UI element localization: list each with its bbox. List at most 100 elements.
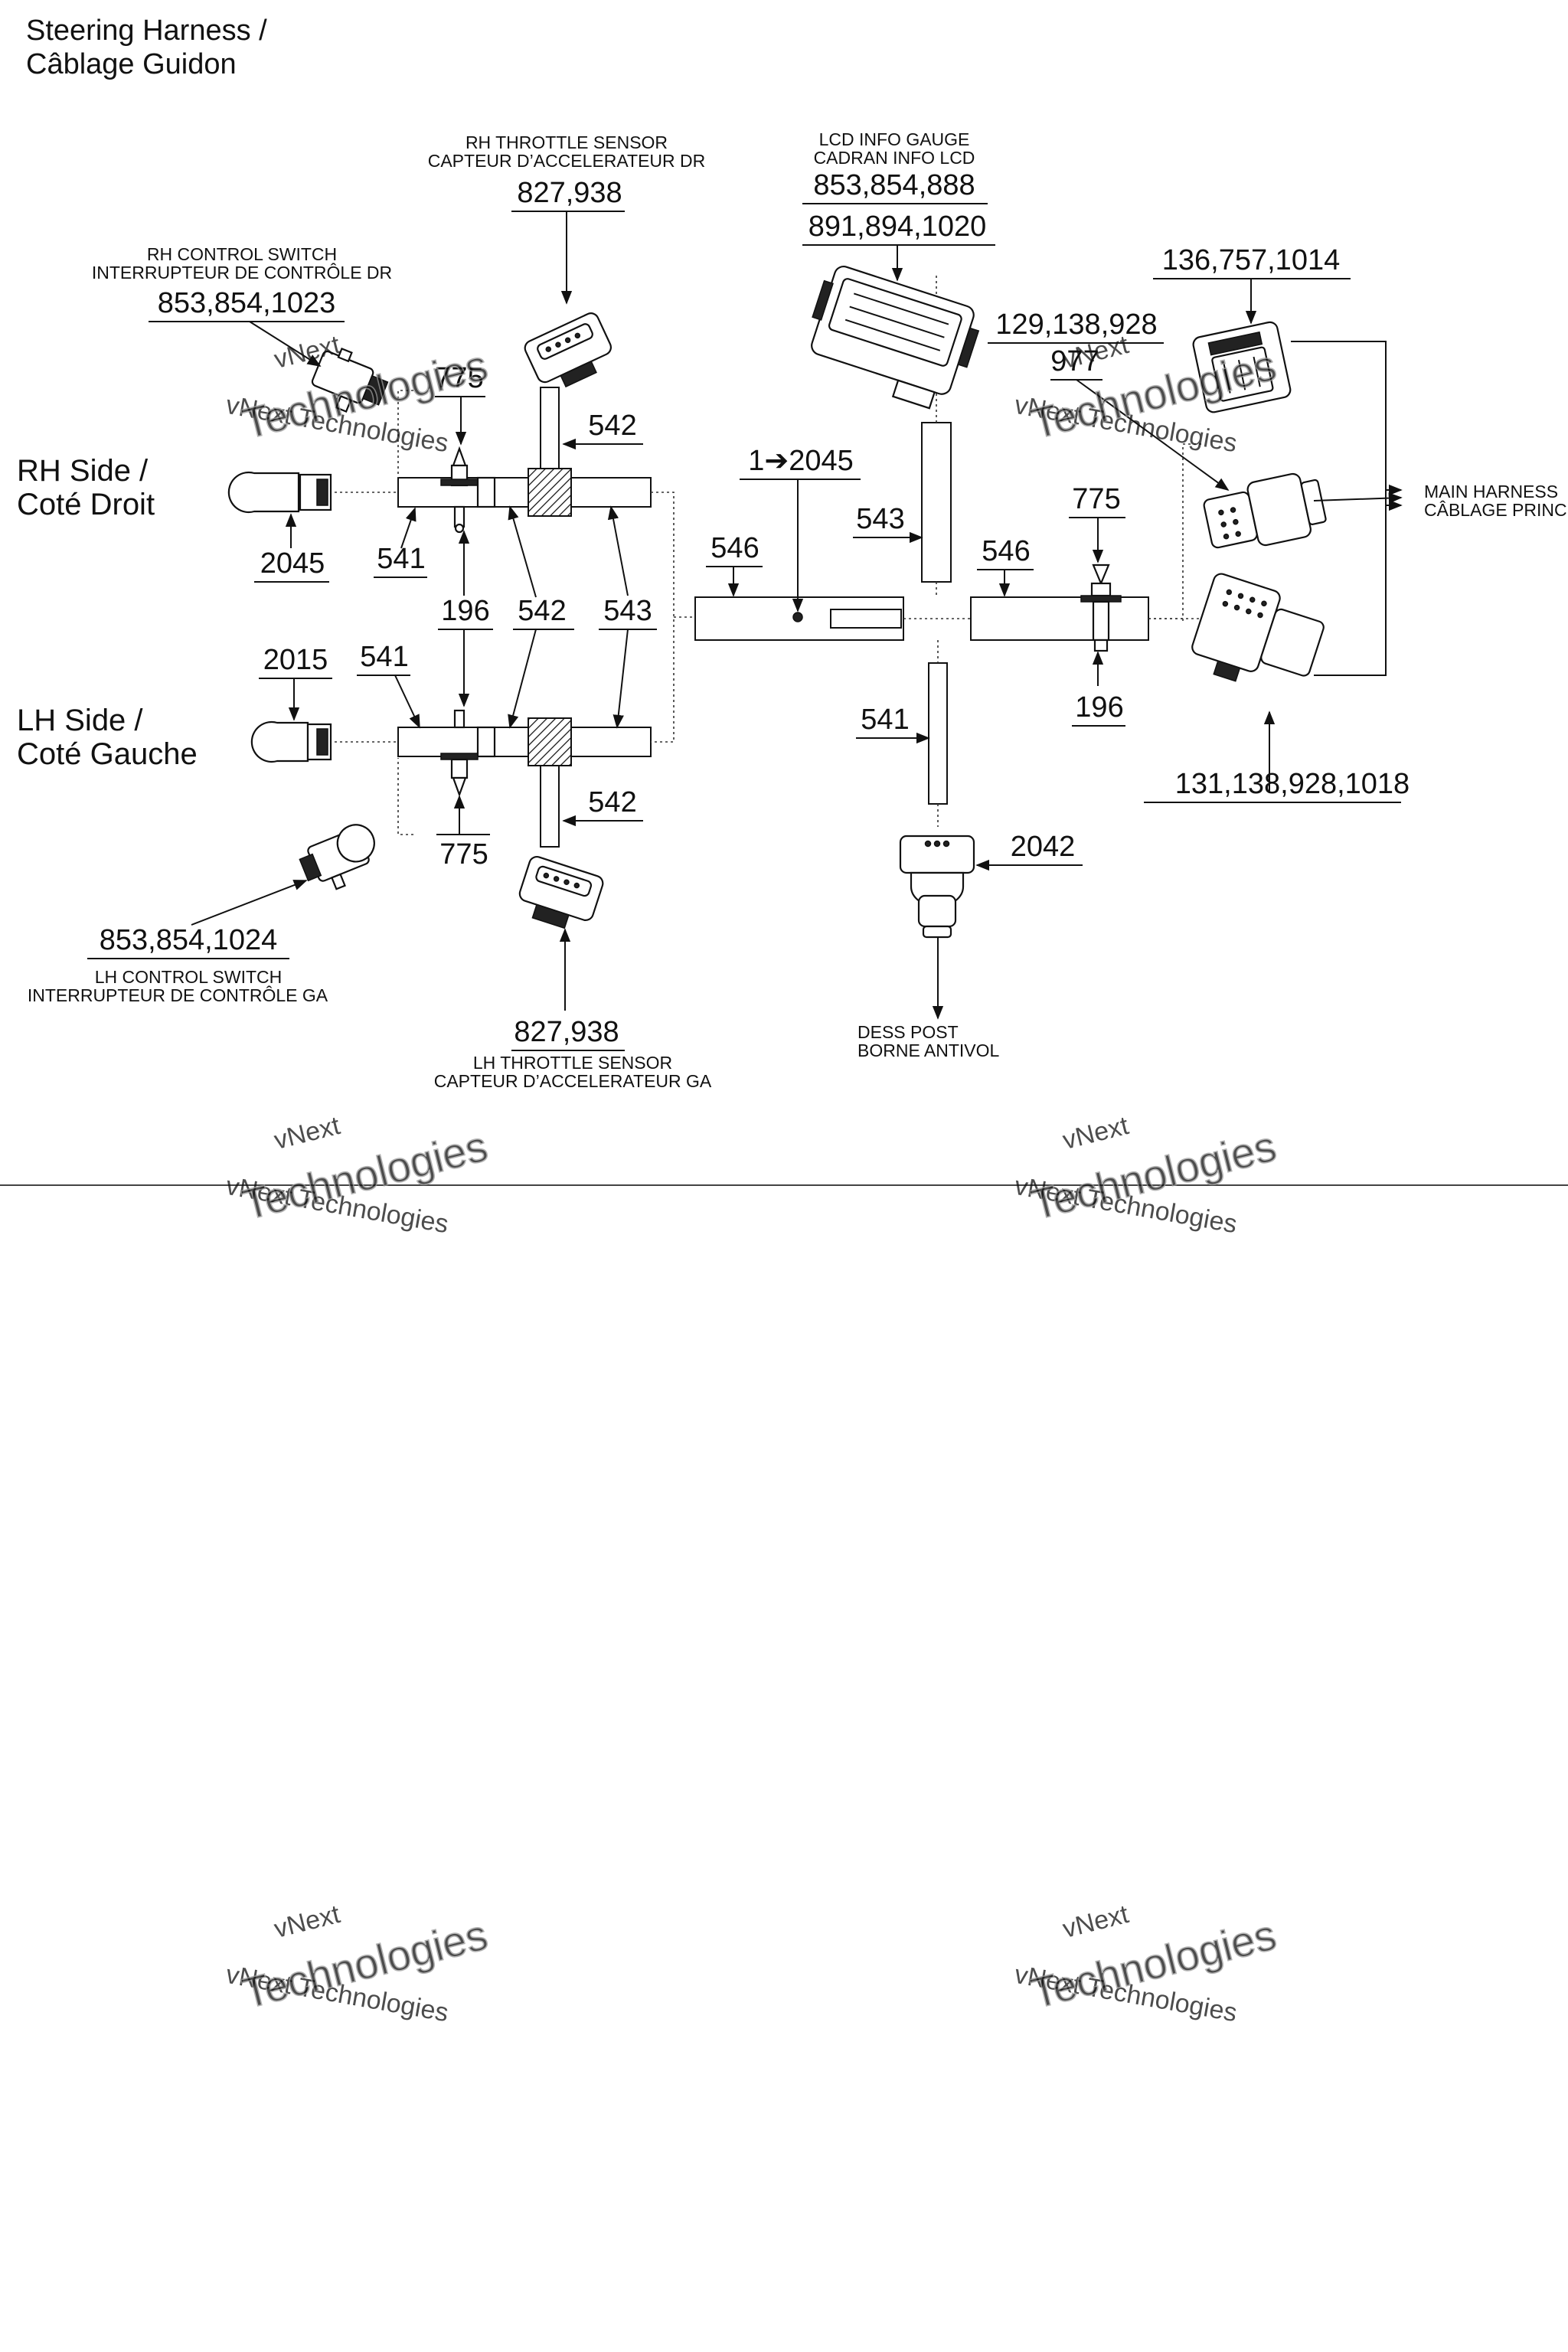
connector-a-label: 136,757,1014 xyxy=(1153,244,1351,325)
rh-control-switch-plug xyxy=(311,347,389,413)
rh-control-en: RH CONTROL SWITCH xyxy=(147,244,337,264)
dess-post xyxy=(899,835,975,939)
rh-side-line-1: RH Side / xyxy=(17,454,149,488)
rh-throttle-tube xyxy=(540,387,560,477)
rh-throttle-parts: 827,938 xyxy=(517,177,622,209)
rh-control-label: RH CONTROL SWITCH INTERRUPTEUR DE CONTRÔ… xyxy=(92,244,392,367)
callout-2045-rh: 2045 xyxy=(260,547,325,580)
rh-throttle-connector xyxy=(524,312,612,388)
main-harness-en: MAIN HARNESS xyxy=(1424,482,1558,501)
watermark-text: vNext xyxy=(1060,1900,1132,1944)
lh-throttle-en: LH THROTTLE SENSOR xyxy=(473,1053,672,1073)
callout-542-mid: 542 xyxy=(518,595,566,627)
page-title: Steering Harness / Câblage Guidon xyxy=(26,15,267,80)
callout-775-top: 775 xyxy=(435,362,483,394)
callout-543-mid: 543 xyxy=(603,595,652,627)
title-line-1: Steering Harness / xyxy=(26,15,267,47)
lh-throttle-fr: CAPTEUR D’ACCELERATEUR GA xyxy=(434,1071,712,1091)
lh-control-parts: 853,854,1024 xyxy=(100,924,277,956)
callout-2042-group: 2042 xyxy=(975,831,1083,871)
connector-c xyxy=(1191,573,1325,682)
rh-control-parts: 853,854,1023 xyxy=(158,287,335,319)
center-tube-right xyxy=(970,596,1149,641)
rh-side-line-2: Coté Droit xyxy=(17,488,155,521)
lcd-vertical-tube xyxy=(921,422,952,583)
callout-196-right: 196 xyxy=(1075,691,1123,724)
callout-542-top: 542 xyxy=(588,410,636,442)
lcd-gauge-en: LCD INFO GAUGE xyxy=(819,129,970,149)
rh-throttle-en: RH THROTTLE SENSOR xyxy=(466,132,668,152)
lh-branch-tube xyxy=(397,727,652,757)
callout-196-mid: 196 xyxy=(441,595,489,627)
connector-b xyxy=(1203,472,1327,549)
lh-throttle-parts: 827,938 xyxy=(514,1016,619,1048)
watermark: vNext vNext Technologies Technologies xyxy=(1012,1111,1281,1239)
lh-throttle-connector xyxy=(518,856,604,929)
lcd-label-window xyxy=(830,609,902,629)
lcd-gauge-connector xyxy=(811,266,980,410)
callout-1-2045: 1➔2045 xyxy=(748,445,854,477)
lh-side-line-1: LH Side / xyxy=(17,704,143,737)
rh-junction xyxy=(528,468,572,517)
lh-clip xyxy=(440,709,496,798)
main-harness-label: MAIN HARNESS CÂBLAGE PRINC xyxy=(1424,482,1567,520)
main-harness-fr: CÂBLAGE PRINC xyxy=(1424,500,1567,520)
center-tube-dot xyxy=(792,612,803,622)
lh-control-fr: INTERRUPTEUR DE CONTRÔLE GA xyxy=(28,985,328,1005)
rh-side-label: RH Side / Coté Droit xyxy=(17,454,155,521)
dess-post-label: DESS POST BORNE ANTIVOL xyxy=(858,937,1000,1060)
watermark: vNext vNext Technologies Technologies xyxy=(224,1111,492,1239)
callout-546-right: 546 xyxy=(982,535,1030,567)
rh-grip-connector xyxy=(227,471,332,514)
callout-541-lh: 541 xyxy=(360,641,408,673)
lh-control-switch-plug xyxy=(299,824,375,890)
dess-vertical-tube xyxy=(928,662,948,805)
lcd-gauge-parts-1: 853,854,888 xyxy=(813,169,975,201)
rh-control-fr: INTERRUPTEUR DE CONTRÔLE DR xyxy=(92,262,392,283)
watermark-text: vNext xyxy=(271,1900,343,1944)
lh-control-en: LH CONTROL SWITCH xyxy=(95,967,283,987)
rh-throttle-fr: CAPTEUR D’ACCELERATEUR DR xyxy=(428,151,706,171)
lh-throttle-label: 827,938 LH THROTTLE SENSOR CAPTEUR D’ACC… xyxy=(434,928,712,1091)
lcd-gauge-fr: CADRAN INFO LCD xyxy=(814,148,975,168)
connector-a-parts: 136,757,1014 xyxy=(1162,244,1340,276)
dess-post-en: DESS POST xyxy=(858,1022,959,1042)
lh-control-label: 853,854,1024 LH CONTROL SWITCH INTERRUPT… xyxy=(28,880,328,1005)
lh-throttle-tube xyxy=(540,757,560,848)
connector-a xyxy=(1192,321,1292,413)
watermark: vNext vNext Technologies Technologies xyxy=(1012,1900,1281,2027)
lcd-gauge-label: LCD INFO GAUGE CADRAN INFO LCD 853,854,8… xyxy=(802,129,995,282)
connector-b-parts: 129,138,928 xyxy=(995,309,1157,341)
lh-side-line-2: Coté Gauche xyxy=(17,737,198,771)
watermark-text: vNext xyxy=(271,1111,343,1155)
callout-541-center: 541 xyxy=(861,704,909,736)
connector-c-label: 131,138,928,1018 xyxy=(1144,710,1410,803)
dess-post-fr: BORNE ANTIVOL xyxy=(858,1040,1000,1060)
callout-775-bot: 775 xyxy=(439,838,488,871)
callout-977: 977 xyxy=(1050,345,1099,377)
connector-c-parts: 131,138,928,1018 xyxy=(1175,768,1410,800)
callouts: 775 542 2045 541 196 542 543 2015 xyxy=(254,362,1125,871)
callout-543-center: 543 xyxy=(856,503,904,535)
callout-775-right: 775 xyxy=(1072,483,1120,515)
rh-branch-tube xyxy=(397,477,652,508)
callout-2015: 2015 xyxy=(263,644,328,676)
harness-tubes xyxy=(397,387,1149,848)
right-clip xyxy=(1080,564,1122,652)
watermark-text: vNext xyxy=(1060,1111,1132,1155)
watermark: vNext vNext Technologies Technologies xyxy=(224,1900,492,2027)
title-line-2: Câblage Guidon xyxy=(26,48,237,80)
callout-546-left: 546 xyxy=(710,532,759,564)
watermark: vNext vNext Technologies Technologies xyxy=(1012,330,1281,458)
rh-clip xyxy=(440,446,496,534)
callout-2042: 2042 xyxy=(1011,831,1076,863)
lh-grip-connector xyxy=(250,720,332,763)
connector-b-label: 129,138,928 977 xyxy=(988,309,1230,492)
lcd-gauge-parts-2: 891,894,1020 xyxy=(808,211,986,243)
main-harness-lines xyxy=(1291,341,1403,676)
lh-side-label: LH Side / Coté Gauche xyxy=(17,704,198,771)
callout-542-bot: 542 xyxy=(588,786,636,818)
lh-junction xyxy=(528,717,572,766)
rh-throttle-label: RH THROTTLE SENSOR CAPTEUR D’ACCELERATEU… xyxy=(428,132,706,305)
